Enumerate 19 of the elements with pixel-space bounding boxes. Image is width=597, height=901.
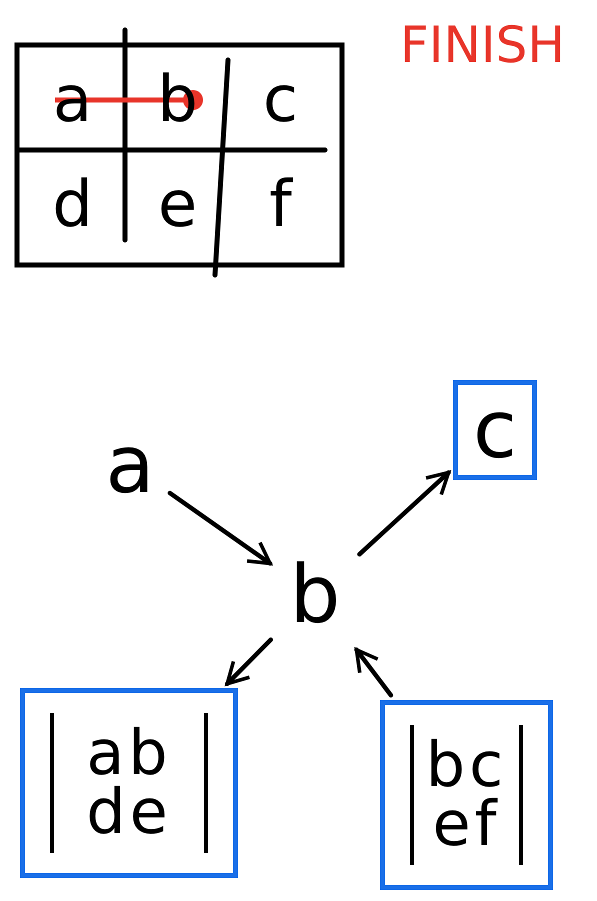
matrix-row-text: ef	[432, 795, 500, 854]
table-cell-text: e	[156, 170, 198, 240]
table-cell-text: f	[268, 170, 294, 240]
arrow	[354, 648, 394, 698]
arrow	[357, 470, 451, 557]
matrix-row-text: de	[86, 783, 172, 842]
boxed-node	[380, 700, 553, 890]
matrix-row-text: bc	[426, 736, 508, 795]
node-text: a	[105, 425, 155, 505]
node-text: b	[290, 555, 340, 635]
node-text: c	[473, 390, 517, 470]
table-cell-text: d	[51, 170, 94, 240]
table-cell-text: c	[262, 65, 300, 135]
arrow	[224, 637, 274, 686]
boxed-node	[20, 688, 238, 878]
boxed-node	[453, 380, 537, 480]
arrow	[168, 490, 272, 566]
matrix-row-text: ab	[86, 724, 172, 783]
finish-note: FINISH	[400, 20, 565, 70]
